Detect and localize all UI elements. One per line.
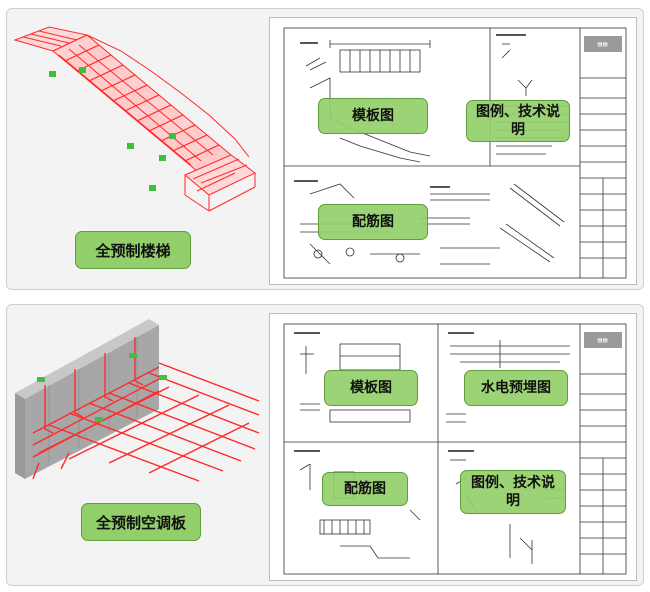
title-block-logo: ▤▤	[584, 36, 622, 52]
ac-slab-drawing-linework	[283, 323, 627, 575]
ac-slab-drawing-sheet: ▤▤ 模板图 水电预埋图 配筋图 图例、技术说明	[269, 313, 637, 581]
ac-slab-3d-model	[15, 319, 260, 482]
title-block-logo: ▤▤	[584, 332, 622, 348]
stair-drawing-linework	[283, 27, 627, 279]
concrete-wall-top	[15, 319, 159, 399]
ac-slab-formwork-label: 模板图	[324, 370, 418, 406]
stair-3d-model	[13, 26, 256, 212]
ac-slab-legend-label: 图例、技术说明	[460, 470, 566, 514]
stair-caption: 全预制楼梯	[75, 231, 191, 269]
stair-rebar-cage	[13, 26, 256, 212]
ac-slab-insert-markers	[37, 353, 167, 422]
ac-slab-rebar-label: 配筋图	[322, 472, 408, 506]
stair-legend-label: 图例、技术说明	[466, 100, 570, 142]
stair-rebar-label: 配筋图	[318, 204, 428, 240]
ac-slab-embedded-label: 水电预埋图	[464, 370, 568, 406]
ac-slab-panel: 全预制空调板	[6, 304, 644, 586]
stair-formwork-label: 模板图	[318, 98, 428, 134]
concrete-wall-end	[15, 393, 25, 479]
ac-slab-rebar	[32, 337, 260, 482]
stair-drawing-sheet: ▤▤ 模板图 图例、技术说明 配筋图	[269, 17, 637, 285]
lifting-insert-markers	[49, 67, 176, 191]
stair-panel: 全预制楼梯	[6, 8, 644, 290]
ac-slab-caption: 全预制空调板	[81, 503, 201, 541]
